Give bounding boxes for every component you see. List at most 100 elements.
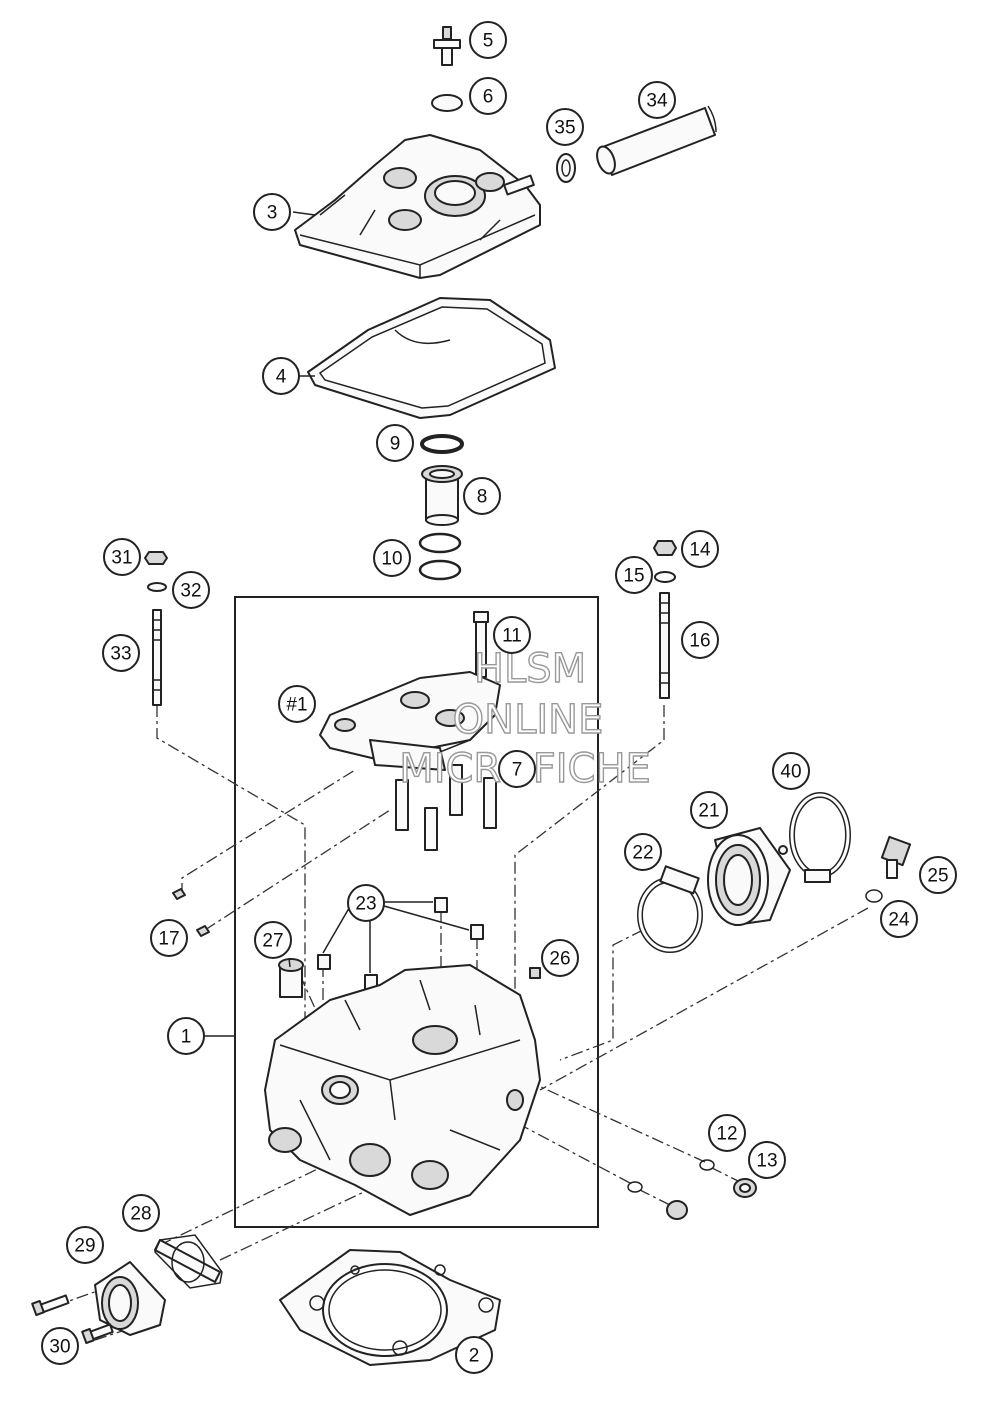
- callout-circle: [919, 856, 957, 894]
- screw-17b: [196, 925, 210, 937]
- stud-16: [659, 592, 670, 699]
- callout-15: 15: [615, 556, 653, 594]
- nut-14: [653, 540, 677, 556]
- callout-number: 16: [689, 631, 710, 652]
- callout-28: 28: [122, 1194, 160, 1232]
- callout-1: 1: [167, 1017, 205, 1055]
- callout-number: 6: [483, 87, 494, 108]
- dowel-pins-23: [317, 897, 484, 990]
- callout-circle: [498, 750, 536, 788]
- dowel-sleeve-27: [278, 958, 304, 998]
- callout-10: 10: [373, 539, 411, 577]
- hose-clamp-35: [556, 153, 576, 183]
- callout-number: 8: [477, 487, 488, 508]
- exhaust-gasket-28: [154, 1234, 223, 1289]
- callout-number: 31: [111, 548, 132, 569]
- callout-7: 7: [498, 750, 536, 788]
- callout-number: 2: [469, 1346, 480, 1367]
- callout-circle: [254, 921, 292, 959]
- cylinder-head-gasket-2: [279, 1249, 501, 1366]
- callout-number: 14: [689, 540, 711, 561]
- callout-circle: [690, 791, 728, 829]
- seal-ring-center: [627, 1181, 643, 1193]
- callout-34: 34: [638, 81, 676, 119]
- callout-number: 33: [110, 644, 131, 665]
- callout-circle: [376, 424, 414, 462]
- callout-circle: [253, 193, 291, 231]
- callout-circle: [262, 357, 300, 395]
- stud-33: [152, 609, 162, 706]
- callout-number: 9: [390, 434, 401, 455]
- callout-circle: [41, 1327, 79, 1365]
- valve-cover-gasket-4: [307, 297, 556, 419]
- callout-number: 21: [698, 801, 719, 822]
- callout-31: 31: [103, 538, 141, 576]
- plug-center: [666, 1200, 688, 1220]
- callout-circle: [463, 477, 501, 515]
- callout-number: 10: [381, 549, 402, 570]
- valve-cover-3: [294, 134, 541, 279]
- callout-circle: [748, 1141, 786, 1179]
- callout-3: 3: [253, 193, 291, 231]
- camshaft-bridge: [319, 671, 501, 771]
- callout-number: 12: [716, 1124, 737, 1145]
- callout-circle: [122, 1194, 160, 1232]
- washer-6: [431, 94, 463, 112]
- exhaust-flange-29: [94, 1261, 166, 1336]
- cylinder-head-frame: [234, 596, 599, 1228]
- callout-13: 13: [748, 1141, 786, 1179]
- plug-13: [733, 1178, 757, 1198]
- callout-21: 21: [690, 791, 728, 829]
- callout-circle: [347, 884, 385, 922]
- callout-circle: [624, 833, 662, 871]
- callout-number: 34: [646, 91, 668, 112]
- callout-number: 28: [130, 1204, 151, 1225]
- callout-12: 12: [708, 1114, 746, 1152]
- callout-circle: [469, 21, 507, 59]
- callout-circle: [102, 634, 140, 672]
- callout-circle: [172, 571, 210, 609]
- callout-8: 8: [463, 477, 501, 515]
- callout-6: 6: [469, 77, 507, 115]
- callout-5: 5: [469, 21, 507, 59]
- callout-number: 25: [927, 866, 948, 887]
- callout-40: 40: [772, 752, 810, 790]
- callout-33: 33: [102, 634, 140, 672]
- callout-number: 4: [276, 367, 287, 388]
- callout-22: 22: [624, 833, 662, 871]
- callout-32: 32: [172, 571, 210, 609]
- callout-circle: [469, 77, 507, 115]
- callout-number: 40: [780, 762, 801, 783]
- callout-number: 3: [267, 203, 278, 224]
- leader-lines: [204, 211, 470, 1037]
- callout-29: 29: [66, 1226, 104, 1264]
- washer-32: [147, 582, 167, 592]
- callout-number: 13: [756, 1151, 777, 1172]
- callout-circle: [66, 1226, 104, 1264]
- callout-circle: [493, 616, 531, 654]
- watermark-line-1: HLSM: [474, 646, 586, 692]
- spark-plug-shaft-8: [421, 465, 463, 526]
- callout-number: 24: [888, 910, 910, 931]
- callout-number: 15: [623, 566, 644, 587]
- seal-ring-9: [420, 434, 464, 454]
- callout-30: 30: [41, 1327, 79, 1365]
- callout-circle: [880, 900, 918, 938]
- callout-circle: [150, 919, 188, 957]
- watermark-line-2: ONLINE: [453, 697, 604, 743]
- callout-circle: [772, 752, 810, 790]
- washer-15: [654, 571, 676, 583]
- o-rings-10: [418, 532, 462, 581]
- seal-ring-24: [865, 889, 883, 903]
- valve-guides-7: [395, 764, 497, 851]
- callout-16: 16: [681, 621, 719, 659]
- callout-24: 24: [880, 900, 918, 938]
- intake-flange-21: [707, 827, 791, 926]
- callout-hash1: #1: [278, 685, 316, 723]
- callout-circle: [681, 621, 719, 659]
- callout-circle: [278, 685, 316, 723]
- callout-number: 1: [181, 1027, 192, 1048]
